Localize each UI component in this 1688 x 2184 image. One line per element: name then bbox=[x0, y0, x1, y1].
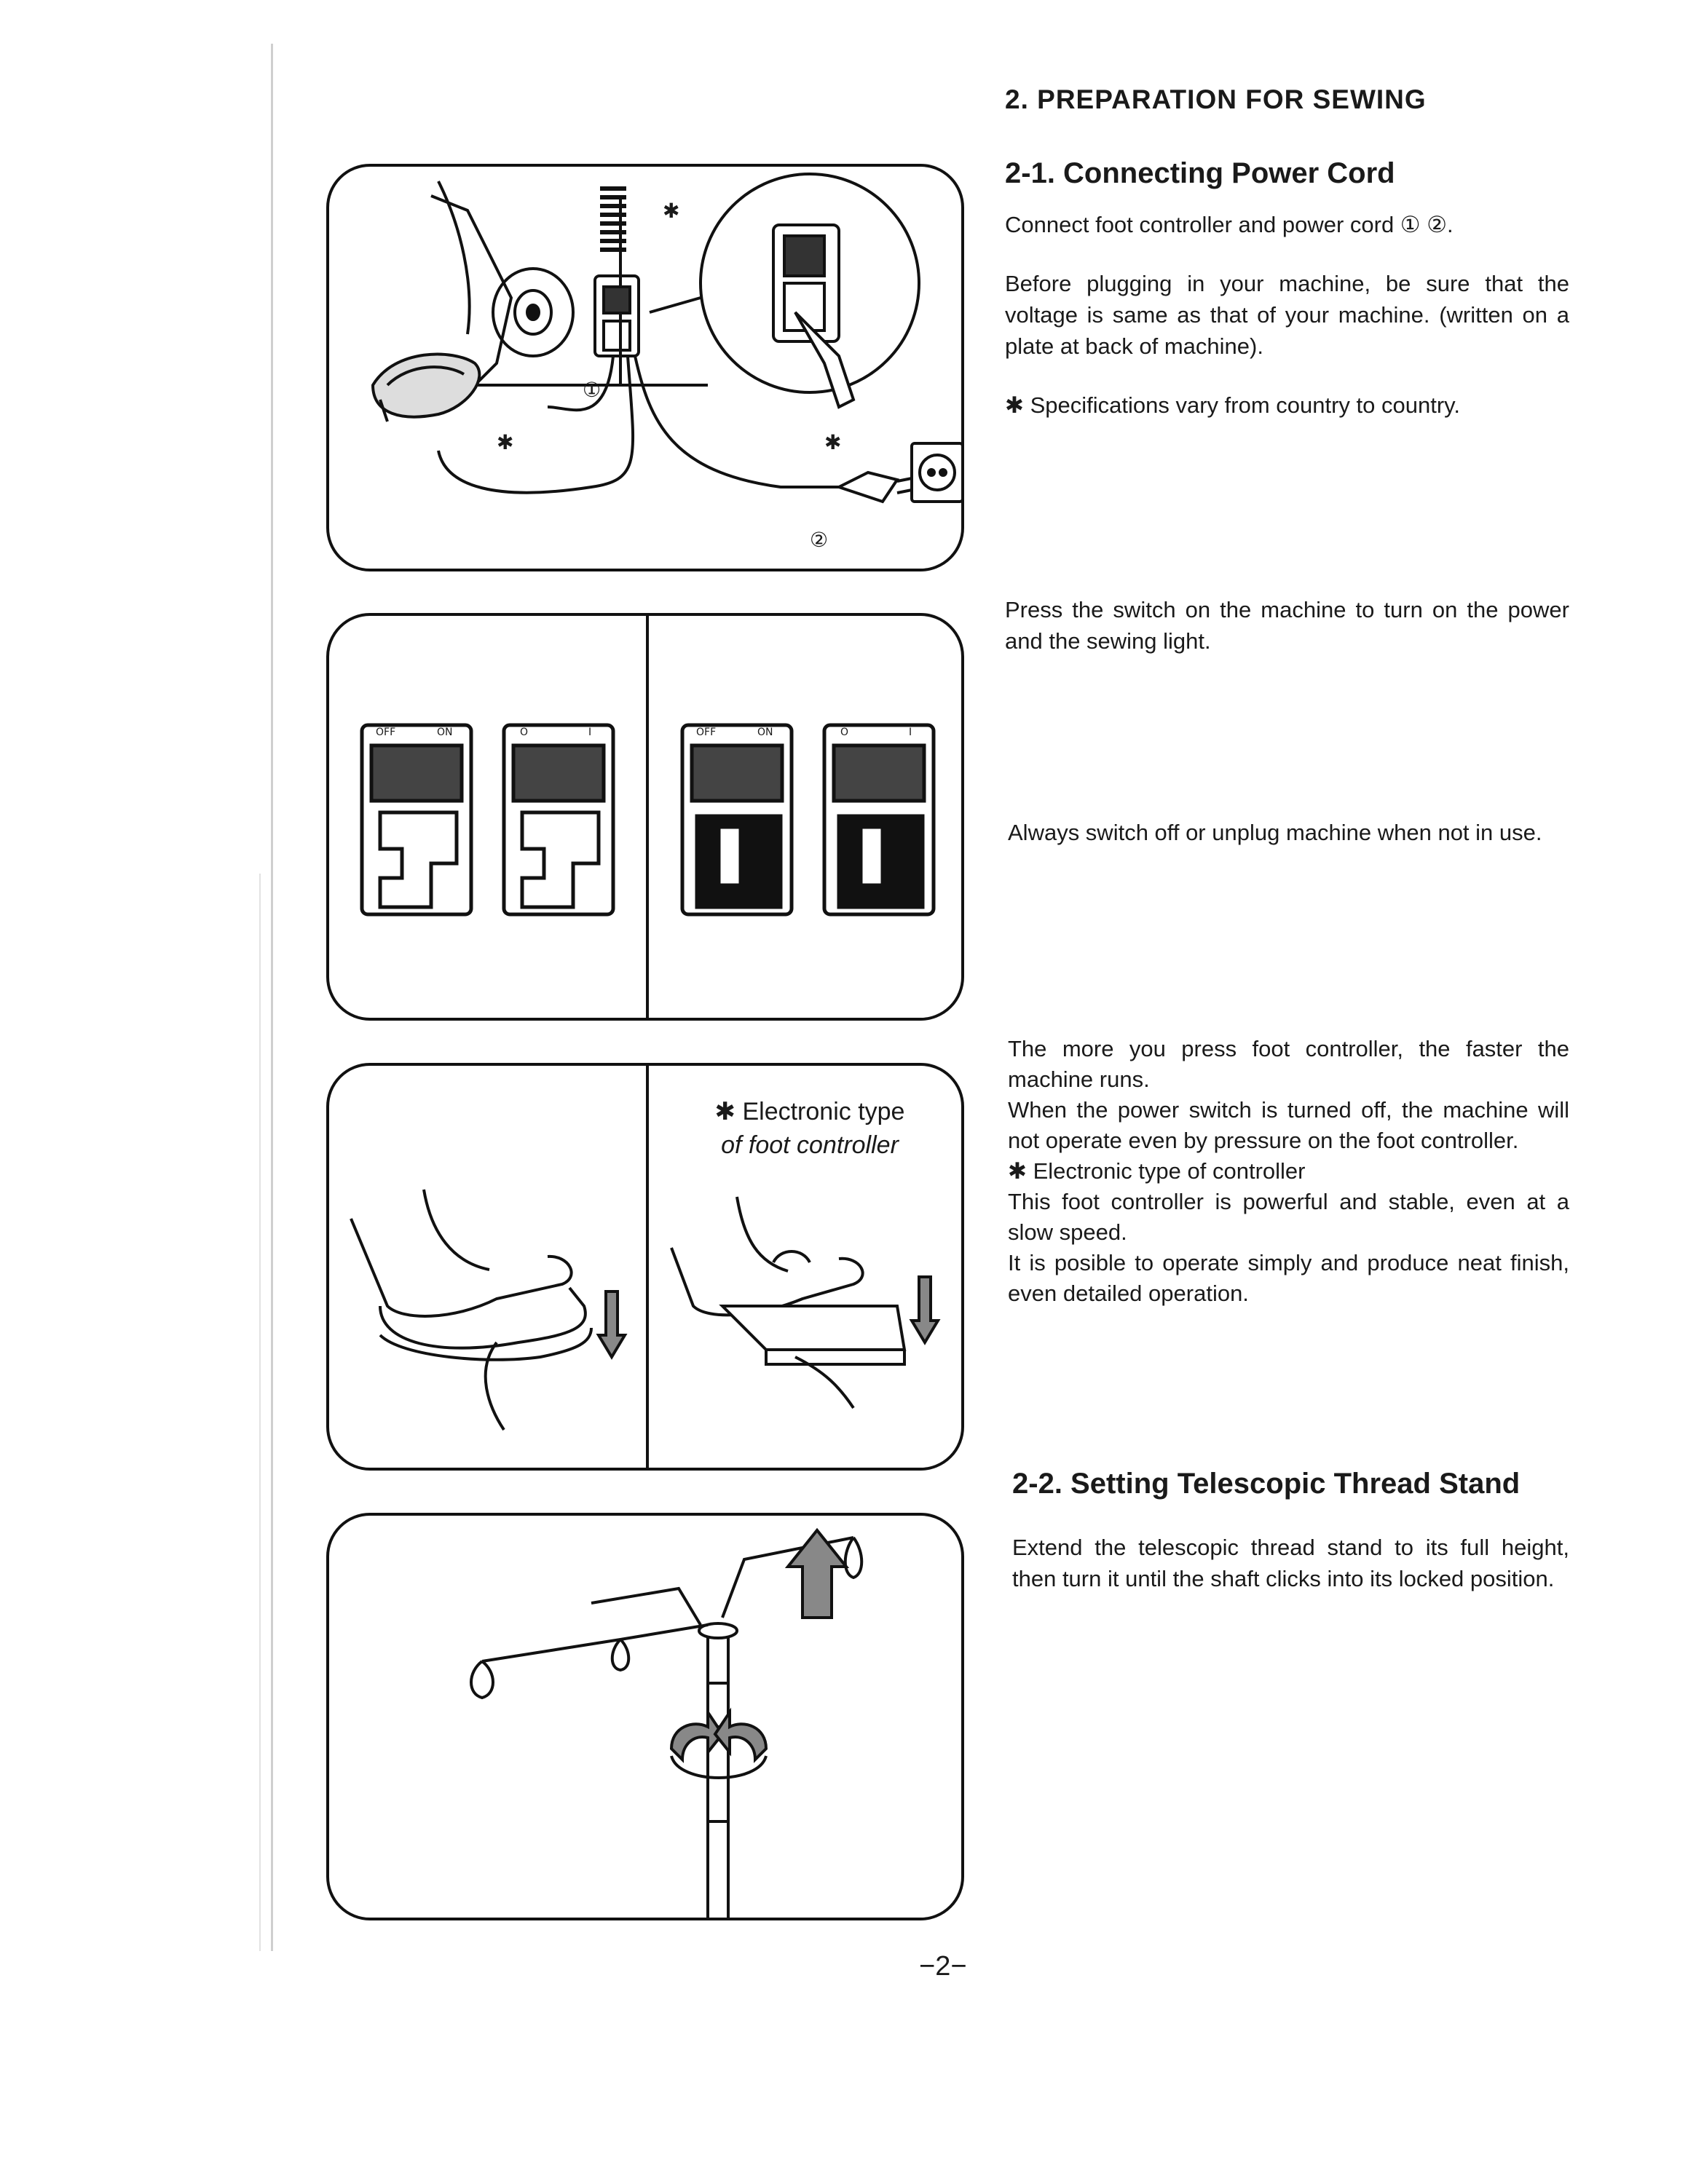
figure-power-switch: OFF ON O I OFF ON O I bbox=[326, 613, 964, 1021]
binding-line-shadow bbox=[259, 874, 261, 1951]
foot-line-2: When the power switch is turned off, the… bbox=[1008, 1097, 1569, 1153]
callout-2: ② bbox=[810, 528, 829, 552]
subsection-title-thread-stand: 2-2. Setting Telescopic Thread Stand bbox=[1012, 1468, 1521, 1500]
callout-1: ① bbox=[583, 378, 602, 402]
panel-divider bbox=[646, 1066, 649, 1468]
switch-para-1: Press the switch on the machine to turn … bbox=[1005, 597, 1569, 654]
power-cord-para-2: Before plugging in your machine, be sure… bbox=[1005, 271, 1569, 359]
switch-4-label-left: O bbox=[840, 727, 849, 738]
figure-foot-controller: ✱ Electronic type of foot controller bbox=[326, 1063, 964, 1471]
foot-line-4: This foot controller is powerful and sta… bbox=[1008, 1189, 1569, 1245]
power-cord-text: Connect foot controller and power cord ①… bbox=[1005, 209, 1569, 448]
power-cord-illustration bbox=[371, 173, 961, 504]
foot-line-5: It is posible to operate simply and prod… bbox=[1008, 1250, 1569, 1306]
binding-line bbox=[271, 44, 273, 1951]
switch-3-label-left: OFF bbox=[696, 727, 717, 738]
section-title: 2. PREPARATION FOR SEWING bbox=[1005, 84, 1427, 114]
panel-divider bbox=[646, 616, 649, 1018]
thread-stand-text: Extend the telescopic thread stand to it… bbox=[1012, 1532, 1569, 1594]
switch-illustration bbox=[360, 723, 936, 917]
power-cord-para-3: ✱ Specifications vary from country to co… bbox=[1005, 392, 1460, 418]
switch-1-label-left: OFF bbox=[376, 727, 396, 738]
subsection-title-power-cord: 2-1. Connecting Power Cord bbox=[1005, 157, 1395, 189]
star-mark-1: ✱ bbox=[663, 199, 680, 223]
figure-thread-stand bbox=[326, 1513, 964, 1920]
foot-line-3: ✱ Electronic type of controller bbox=[1008, 1158, 1306, 1184]
page-number: −2− bbox=[919, 1951, 967, 1982]
foot-controller-caption: ✱ Electronic type of foot controller bbox=[671, 1095, 948, 1162]
power-cord-para-1: Connect foot controller and power cord ①… bbox=[1005, 212, 1454, 237]
switch-2-label-left: O bbox=[520, 727, 529, 738]
thread-stand-para-1: Extend the telescopic thread stand to it… bbox=[1012, 1535, 1569, 1591]
switch-4-label-right: I bbox=[909, 727, 912, 738]
foot-controller-text: The more you press foot controller, the … bbox=[1008, 1034, 1569, 1309]
switch-1-label-right: ON bbox=[437, 727, 453, 738]
switch-para-2: Always switch off or unplug machine when… bbox=[1008, 820, 1542, 845]
caption-line-2: of foot controller bbox=[721, 1131, 899, 1159]
caption-line-1: ✱ Electronic type bbox=[714, 1098, 905, 1125]
switch-text-1: Press the switch on the machine to turn … bbox=[1005, 594, 1569, 657]
star-mark-2: ✱ bbox=[497, 430, 514, 454]
foot-controller-illustration bbox=[350, 1189, 941, 1431]
figure-power-cord: ① ② ✱ ✱ ✱ bbox=[326, 164, 964, 571]
switch-text-2: Always switch off or unplug machine when… bbox=[1008, 817, 1569, 848]
switch-2-label-right: I bbox=[588, 727, 592, 738]
switch-3-label-right: ON bbox=[757, 727, 773, 738]
star-mark-3: ✱ bbox=[824, 430, 842, 454]
thread-stand-illustration bbox=[470, 1527, 864, 1918]
foot-line-1: The more you press foot controller, the … bbox=[1008, 1036, 1569, 1092]
